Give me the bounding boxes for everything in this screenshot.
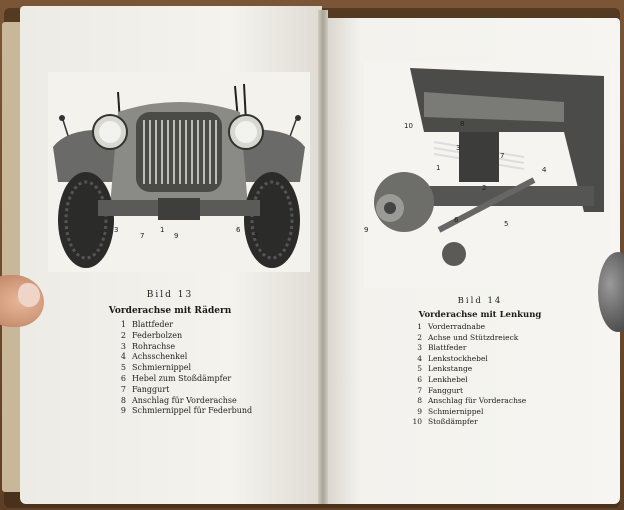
callout-9: 9 — [364, 226, 368, 234]
vehicle-front-photo: 2 3 7 1 9 6 2 — [48, 72, 310, 272]
figure-caption-right: Vorderachse mit Lenkung — [418, 310, 542, 320]
book-cover-edge — [2, 22, 24, 492]
callout-6: 6 — [236, 226, 241, 234]
callout-7: 7 — [140, 232, 144, 240]
callout-2: 2 — [482, 184, 486, 192]
callout-6: 6 — [454, 216, 459, 224]
callout-1: 1 — [436, 164, 440, 172]
figure-label-left: Bild 13 — [146, 290, 194, 300]
callout-2-left: 2 — [100, 230, 104, 238]
callout-5: 5 — [504, 220, 508, 228]
book-gutter — [318, 10, 328, 504]
page-weight-object — [598, 252, 624, 332]
figure-label-right: Bild 14 — [457, 296, 503, 306]
callout-3: 3 — [456, 144, 460, 152]
callout-1: 1 — [160, 226, 164, 234]
callout-4: 4 — [542, 166, 547, 174]
thumb-nail — [18, 283, 40, 307]
axle-steering-photo: 10 8 3 1 2 4 7 6 5 9 — [364, 62, 610, 288]
callout-2-right: 2 — [254, 232, 258, 240]
callout-7: 7 — [500, 152, 504, 160]
callout-10: 10 — [404, 122, 413, 130]
callout-3: 3 — [114, 226, 118, 234]
callout-9: 9 — [174, 232, 178, 240]
callout-8: 8 — [460, 120, 464, 128]
figure-caption-left: Vorderachse mit Rädern — [108, 306, 232, 316]
